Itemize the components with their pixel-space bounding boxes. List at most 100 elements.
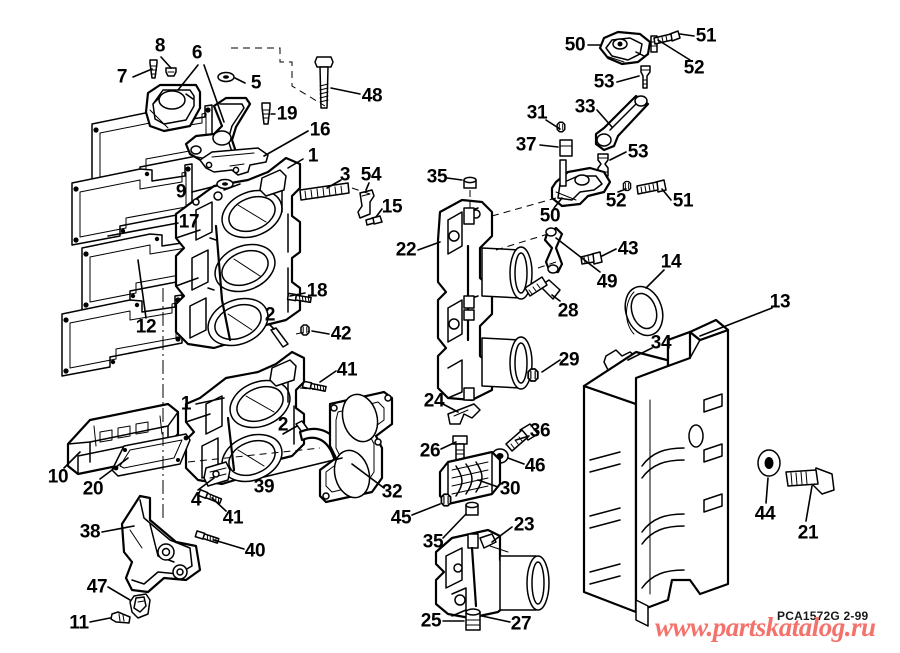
callout-19: 19 (276, 103, 298, 125)
callout-41: 41 (222, 507, 244, 529)
callout-32: 32 (381, 481, 403, 503)
callout-37: 37 (515, 134, 537, 156)
part-37-bushing (559, 139, 573, 157)
callout-9: 9 (175, 181, 187, 203)
part-8-plug (165, 67, 177, 77)
callout-2: 2 (277, 414, 289, 436)
callout-18: 18 (306, 280, 328, 302)
part-49-link (543, 226, 564, 274)
callout-34: 34 (650, 332, 672, 354)
callout-7: 7 (116, 66, 128, 88)
part-5-washer (217, 71, 235, 83)
callout-16: 16 (309, 119, 331, 141)
callout-12: 12 (135, 316, 157, 338)
callout-45: 45 (390, 507, 412, 529)
callout-53: 53 (627, 141, 649, 163)
part-19-screw (261, 102, 271, 125)
callout-41: 41 (336, 359, 358, 381)
part-50-lever-upper (598, 30, 652, 66)
part-42-nut (300, 324, 310, 336)
callout-31: 31 (526, 102, 548, 124)
callout-48: 48 (361, 85, 383, 107)
callout-49: 49 (596, 271, 618, 293)
callout-39: 39 (253, 476, 275, 498)
callout-23: 23 (513, 514, 535, 536)
callout-50: 50 (564, 34, 586, 56)
callout-38: 38 (79, 521, 101, 543)
part-11-screw (110, 611, 131, 624)
callout-24: 24 (423, 390, 445, 412)
carburetor-body-lower (184, 350, 306, 487)
callout-13: 13 (769, 291, 791, 313)
part-14-o-ring (624, 285, 664, 337)
part-26-screw (452, 435, 468, 461)
callout-10: 10 (47, 466, 69, 488)
part-47-clip (129, 593, 151, 619)
callout-43: 43 (617, 238, 639, 260)
callout-33: 33 (574, 96, 596, 118)
guide-42 (295, 330, 311, 335)
watermark: www.partskatalog.ru (655, 612, 876, 642)
part-48-bolt (314, 56, 334, 109)
catalog-reference: PCA1572G 2-99 (777, 609, 869, 623)
callout-36: 36 (529, 420, 551, 442)
part-30-reed-valve (438, 450, 502, 506)
callout-21: 21 (797, 522, 819, 544)
part-50-lever-lower (550, 159, 612, 208)
callout-29: 29 (558, 349, 580, 371)
callout-54: 54 (360, 164, 382, 186)
callout-4: 4 (190, 489, 202, 511)
part-54-bracket (357, 189, 375, 219)
callout-52: 52 (683, 57, 705, 79)
callout-51: 51 (672, 190, 694, 212)
gasket-stack (61, 104, 213, 377)
carburetor-body-upper (174, 156, 302, 350)
callout-2: 2 (264, 304, 276, 326)
callout-11: 11 (69, 612, 89, 634)
part-22-intake-manifold (436, 198, 533, 402)
callout-8: 8 (154, 35, 166, 57)
part-15-screw (365, 215, 383, 226)
part-35-cap-lower (465, 501, 479, 516)
callout-3: 3 (339, 164, 351, 186)
guide-20-32 (187, 447, 321, 463)
callout-15: 15 (381, 196, 403, 218)
part-16-linkage (199, 147, 269, 176)
callout-27: 27 (510, 613, 532, 635)
part-21-bolt (785, 467, 835, 495)
callout-6: 6 (191, 42, 203, 64)
callout-35: 35 (422, 531, 444, 553)
part-51-screw-upper (653, 30, 681, 45)
callout-28: 28 (557, 300, 579, 322)
callout-1: 1 (307, 145, 319, 167)
callout-1: 1 (180, 393, 192, 415)
callout-26: 26 (419, 440, 441, 462)
callout-46: 46 (524, 455, 546, 477)
callout-30: 30 (499, 478, 521, 500)
guide-41 (299, 387, 321, 391)
part-28-bolt (524, 276, 561, 300)
callout-5: 5 (250, 72, 262, 94)
part-13-air-silencer-cover (582, 318, 730, 627)
callout-25: 25 (420, 610, 442, 632)
guide-43 (537, 261, 557, 269)
callout-44: 44 (754, 503, 776, 525)
callout-47: 47 (86, 576, 108, 598)
part-38-bracket (120, 494, 202, 594)
part-41-bolt-lower (197, 488, 223, 505)
part-51-screw-lower (636, 179, 667, 195)
callout-50: 50 (539, 205, 561, 227)
part-33-link-rod (594, 94, 650, 152)
part-9-washer (216, 178, 234, 190)
part-6-throttle-arm (184, 96, 252, 164)
part-24-clip (447, 403, 481, 425)
part-32-gasket (318, 390, 394, 504)
callout-20: 20 (82, 478, 104, 500)
assembly-guide-top (231, 47, 326, 107)
callout-53: 53 (593, 71, 615, 93)
part-29-nut (527, 368, 539, 382)
callout-14: 14 (660, 251, 682, 273)
callout-35: 35 (426, 166, 448, 188)
part-23-throttle-body (434, 528, 550, 631)
